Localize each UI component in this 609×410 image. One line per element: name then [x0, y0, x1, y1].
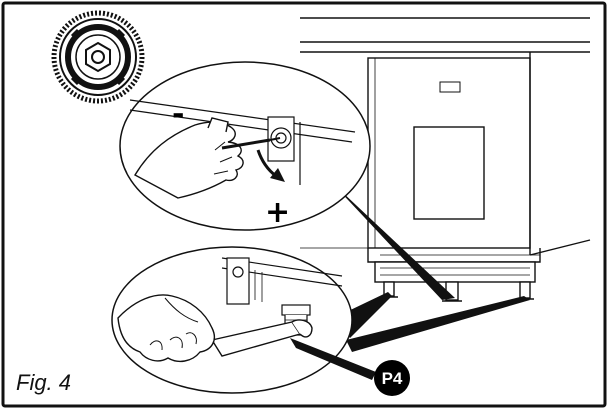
lower-callout-pointer-left [340, 292, 392, 338]
hand-with-screwdriver [134, 117, 281, 199]
lower-callout [111, 246, 530, 394]
upper-callout: - + [119, 61, 455, 300]
part-badge-pointer [290, 338, 376, 380]
appliance-body [300, 17, 591, 302]
lower-callout-pointer-right [346, 296, 530, 352]
plus-sign: + [265, 195, 290, 230]
part-badge: P4 [374, 360, 410, 396]
hand-with-wrench [117, 294, 313, 363]
adjuster-foot-top-view-icon [51, 10, 145, 104]
part-badge-label: P4 [382, 369, 403, 388]
figure-caption: Fig. 4 [16, 370, 71, 395]
minus-sign: - [172, 97, 184, 132]
upper-callout-pointer [318, 168, 455, 300]
